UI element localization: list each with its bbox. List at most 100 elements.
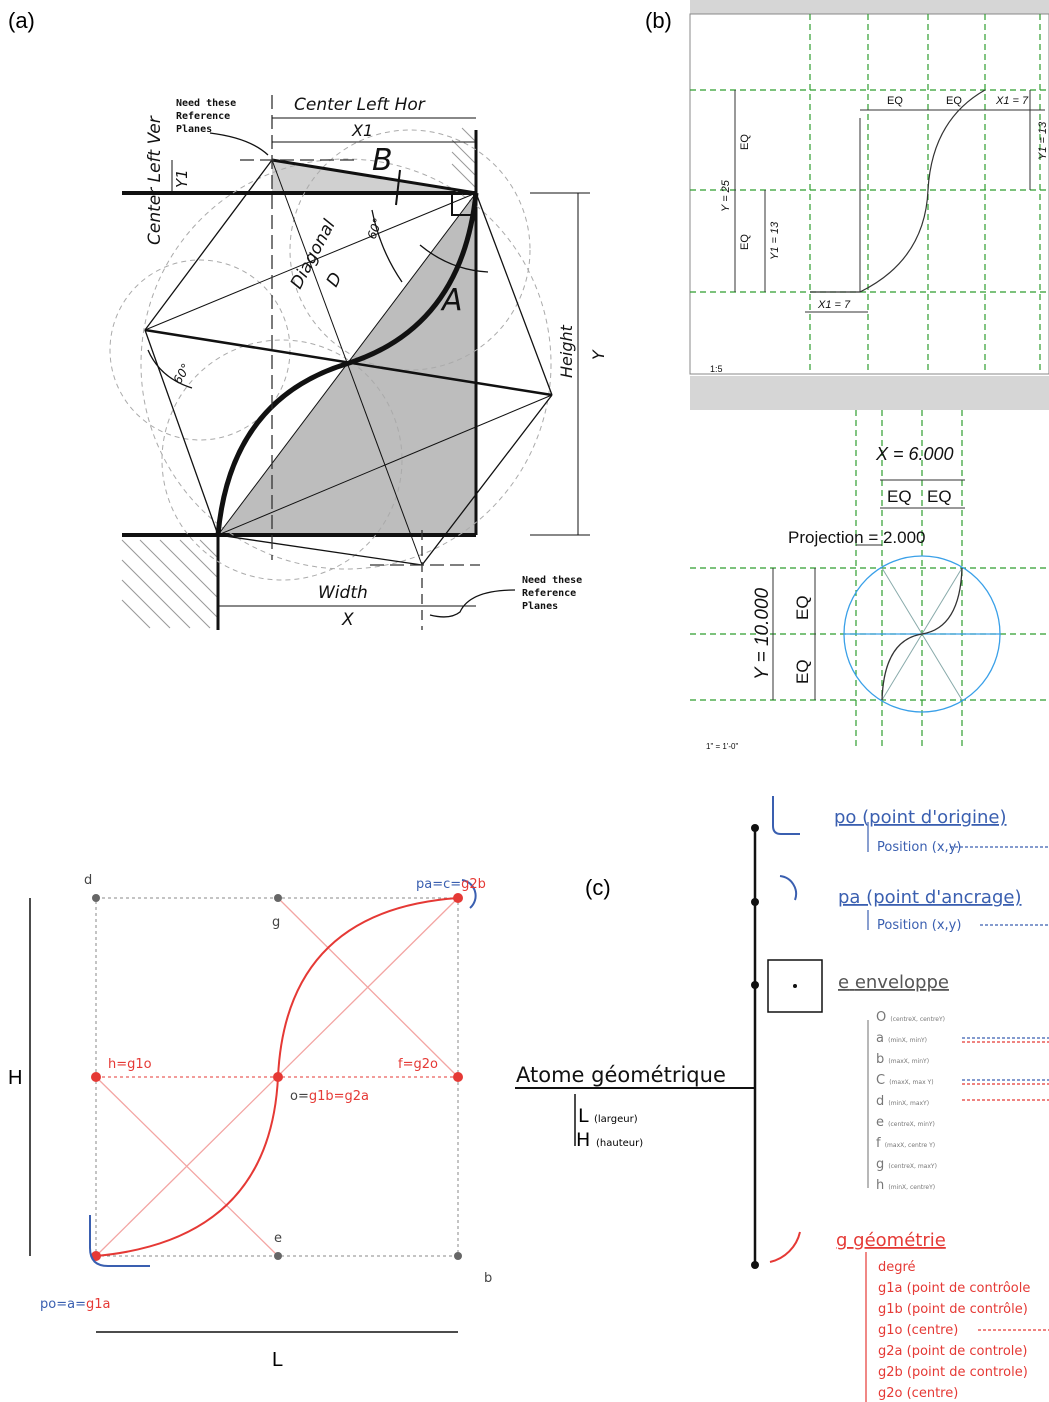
atome-title: Atome géométrique bbox=[516, 1063, 726, 1087]
arrow-top-planes bbox=[209, 132, 269, 156]
y1-left-label: Y1 = 13 bbox=[769, 221, 781, 260]
eq-top-1: EQ bbox=[887, 95, 903, 107]
dims-top bbox=[734, 90, 1045, 313]
y-bottom-label: Y = 10.000 bbox=[752, 587, 773, 680]
panel-b-top: EQ EQ X1 = 7 Y1 = 13 Y = 25 EQ EQ Y1 = 1… bbox=[689, 0, 1049, 410]
s-curve-bottom bbox=[881, 567, 963, 701]
po-position: Position (x,y) bbox=[877, 840, 961, 855]
largeur-label: (largeur) bbox=[594, 1114, 638, 1125]
po-title: po (point d'origine) bbox=[834, 807, 1007, 828]
pa-icon bbox=[779, 875, 798, 901]
geometrie-item: g1b (point de contrôle) bbox=[878, 1302, 1028, 1317]
label-H: H bbox=[8, 1067, 22, 1089]
geometrie-item: g1a (point de contrôole bbox=[878, 1281, 1030, 1296]
hauteur-label: (hauteur) bbox=[596, 1138, 643, 1149]
largeur-letter: L bbox=[578, 1105, 589, 1127]
arrow-bottom-planes bbox=[429, 589, 516, 618]
enveloppe-list: O (centreX, centreY)a (minX, minY)b (max… bbox=[876, 1010, 945, 1193]
origin-mark bbox=[89, 1215, 150, 1267]
enveloppe-item: d (minX, maxY) bbox=[876, 1094, 929, 1109]
enveloppe-title: e enveloppe bbox=[838, 972, 949, 993]
po-icon bbox=[772, 796, 800, 835]
label-po: po=a=g1a bbox=[40, 1297, 110, 1312]
angle-top-label: 60° bbox=[365, 216, 385, 241]
hauteur-letter: H bbox=[576, 1129, 590, 1151]
need-planes-top-3: Planes bbox=[176, 124, 212, 135]
eq-v-bottom-2: EQ bbox=[793, 659, 812, 684]
height-label: Height bbox=[557, 324, 576, 378]
eq-v-bottom-1: EQ bbox=[793, 595, 812, 620]
label-g: g bbox=[272, 915, 280, 930]
label-f: f=g2o bbox=[398, 1057, 438, 1072]
width-label: Width bbox=[318, 583, 368, 603]
dashed-circles bbox=[109, 129, 552, 581]
label-L: L bbox=[272, 1349, 283, 1371]
pa-position: Position (x,y) bbox=[877, 918, 961, 933]
geometrie-item: g2a (point de controle) bbox=[878, 1344, 1028, 1359]
need-planes-top-1: Need these bbox=[176, 98, 236, 109]
enveloppe-item: f (maxX, centre Y) bbox=[876, 1136, 935, 1151]
y1-right-label: Y1 = 13 bbox=[1037, 121, 1049, 160]
center-left-ver-label: Center Left Ver bbox=[145, 115, 165, 245]
x-bottom-label: X = 6.000 bbox=[875, 444, 954, 464]
label-o: o=g1b=g2a bbox=[290, 1089, 369, 1104]
label-pa: pa=c=g2b bbox=[416, 877, 486, 892]
enveloppe-icon bbox=[767, 959, 823, 1013]
hatch-bottom-left bbox=[121, 539, 219, 629]
s-curve bbox=[215, 192, 479, 536]
x1-bottom-label: X1 = 7 bbox=[817, 299, 851, 311]
cad-toolbar-mid bbox=[690, 376, 1049, 410]
geometrie-item: g1o (centre) bbox=[878, 1323, 958, 1338]
panel-a bbox=[109, 95, 590, 630]
geometrie-icon bbox=[769, 1231, 801, 1263]
cad-window-bottom bbox=[690, 410, 1049, 750]
cad-toolbar-top bbox=[690, 0, 1049, 14]
projection-label: Projection = 2.000 bbox=[788, 528, 926, 547]
eq-v-top-2: EQ bbox=[739, 234, 751, 250]
b-label: B bbox=[372, 143, 393, 178]
label-d: d bbox=[84, 873, 92, 888]
need-planes-bottom-1: Need these bbox=[522, 575, 582, 586]
s-curve-top bbox=[810, 89, 986, 293]
enveloppe-item: O (centreX, centreY) bbox=[876, 1010, 945, 1025]
x1-top-label: X1 = 7 bbox=[995, 95, 1029, 107]
geometrie-item: g2b (point de controle) bbox=[878, 1365, 1028, 1380]
label-b: b bbox=[484, 1271, 492, 1286]
cad-window-top bbox=[689, 13, 1049, 375]
pa-title: pa (point d'ancrage) bbox=[838, 887, 1022, 908]
hatch-top-right bbox=[451, 127, 477, 189]
geometrie-title: g géométrie bbox=[836, 1230, 946, 1251]
a-label: A bbox=[440, 283, 463, 318]
y-label: Y bbox=[589, 349, 608, 360]
enveloppe-item: b (maxX, minY) bbox=[876, 1052, 929, 1067]
panel-label-a: (a) bbox=[8, 8, 35, 33]
eq-bottom-2: EQ bbox=[927, 487, 952, 506]
enveloppe-item: C (maxX, max Y) bbox=[876, 1073, 934, 1088]
label-h: h=g1o bbox=[108, 1057, 152, 1072]
panel-b-bottom: X = 6.000 EQ EQ Projection = 2.000 Y = 1… bbox=[690, 410, 1049, 751]
y1-label: Y1 bbox=[173, 169, 191, 188]
label-e: e bbox=[274, 1231, 282, 1246]
center-left-hor-label: Center Left Hor bbox=[294, 95, 426, 115]
y-top-label: Y = 25 bbox=[720, 179, 732, 212]
d-label: D bbox=[323, 269, 347, 290]
eq-bottom-1: EQ bbox=[887, 487, 912, 506]
need-planes-bottom-3: Planes bbox=[522, 601, 558, 612]
red-points bbox=[91, 893, 463, 1261]
need-planes-bottom-2: Reference bbox=[522, 588, 576, 599]
enveloppe-item: e (centreX, minY) bbox=[876, 1115, 935, 1130]
need-planes-top-2: Reference bbox=[176, 111, 230, 122]
enveloppe-item: g (centreX, maxY) bbox=[876, 1157, 937, 1172]
panel-label-c: (c) bbox=[585, 875, 611, 900]
panel-label-b: (b) bbox=[645, 8, 672, 33]
scale-top-label: 1:5 bbox=[710, 364, 723, 374]
anchor-arc bbox=[461, 879, 477, 909]
x-label: X bbox=[341, 610, 354, 630]
eq-top-2: EQ bbox=[946, 95, 962, 107]
angle-arc-left bbox=[147, 349, 193, 389]
x1-label: X1 bbox=[351, 121, 373, 140]
eq-v-top-1: EQ bbox=[739, 134, 751, 150]
panel-c-right: Atome géométrique L (largeur) H (hauteur… bbox=[515, 796, 1049, 1402]
